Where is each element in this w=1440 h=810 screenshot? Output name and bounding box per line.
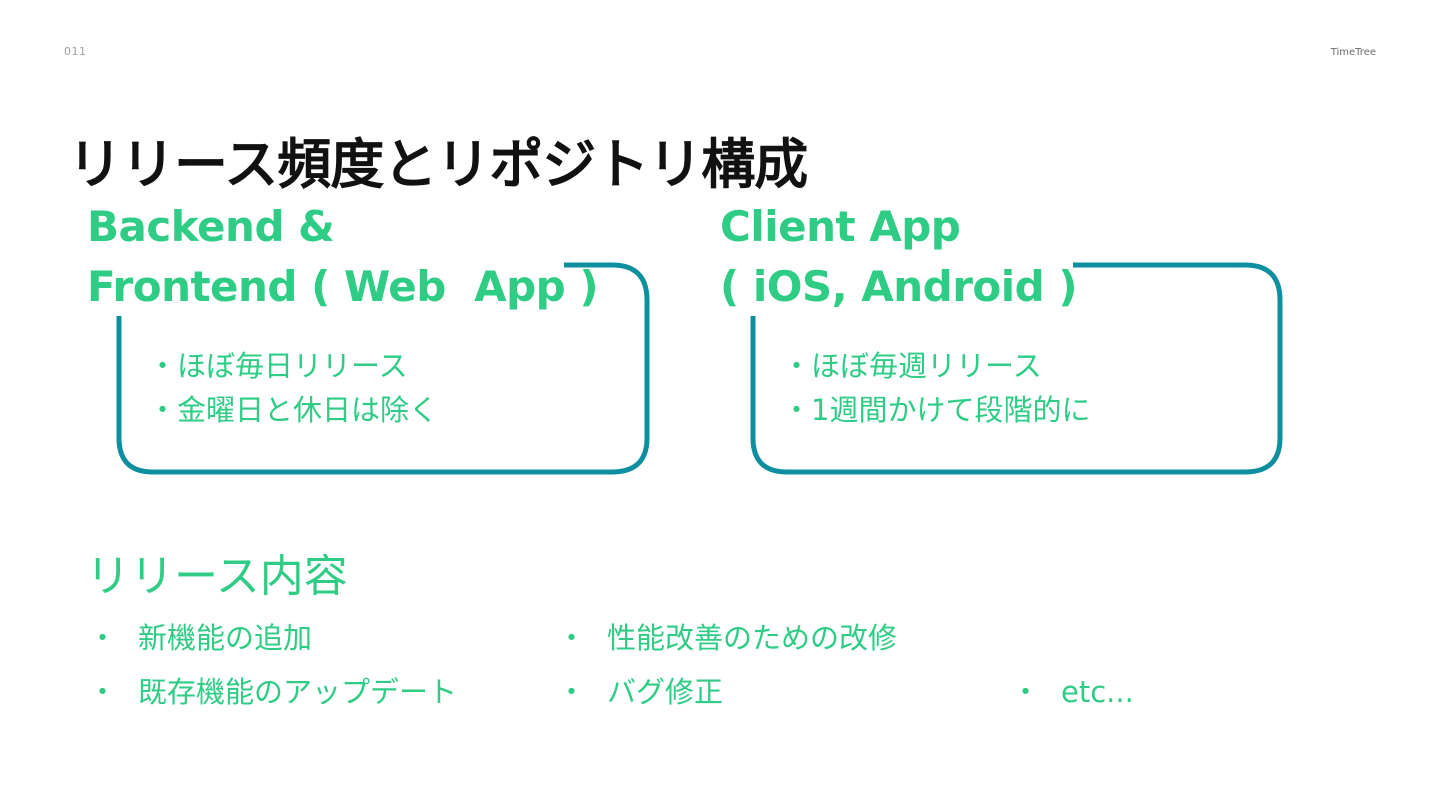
- client-heading: Client App ( iOS, Android ): [720, 197, 1078, 317]
- release-content-item: ・バグ修正: [557, 672, 723, 712]
- backend-heading-line1: Backend &: [87, 202, 335, 251]
- list-item: ほぼ毎日リリース: [148, 344, 438, 388]
- bullet: ・: [557, 675, 587, 709]
- brand-logo-text: TimeTree: [1330, 47, 1376, 58]
- backend-heading-line2: Frontend ( Web App ): [87, 262, 599, 311]
- bullet: ・: [88, 621, 118, 655]
- bullet: ・: [557, 621, 587, 655]
- release-content-label: バグ修正: [607, 675, 724, 709]
- slide-title: リリース頻度とリポジトリ構成: [68, 133, 808, 197]
- release-contents-title: リリース内容: [86, 551, 348, 602]
- release-content-item: ・既存機能のアップデート: [88, 672, 457, 712]
- backend-release-list: ほぼ毎日リリース 金曜日と休日は除く: [148, 344, 438, 432]
- list-item: ほぼ毎週リリース: [782, 344, 1090, 388]
- page-number: 011: [64, 45, 87, 58]
- release-content-item: ・性能改善のための改修: [557, 618, 897, 658]
- bullet: ・: [1011, 675, 1041, 709]
- list-item: 金曜日と休日は除く: [148, 388, 438, 432]
- release-content-label: 既存機能のアップデート: [138, 675, 458, 709]
- bullet: ・: [88, 675, 118, 709]
- release-content-item: ・ etc...: [1011, 672, 1134, 712]
- list-item: 1週間かけて段階的に: [782, 388, 1090, 432]
- release-content-label: etc...: [1061, 675, 1134, 709]
- client-heading-line1: Client App: [720, 202, 961, 251]
- client-release-list: ほぼ毎週リリース 1週間かけて段階的に: [782, 344, 1090, 432]
- release-content-label: 性能改善のための改修: [607, 621, 898, 655]
- release-content-label: 新機能の追加: [138, 621, 313, 655]
- release-content-item: ・新機能の追加: [88, 618, 312, 658]
- client-heading-line2: ( iOS, Android ): [720, 262, 1078, 311]
- backend-heading: Backend & Frontend ( Web App ): [87, 197, 599, 317]
